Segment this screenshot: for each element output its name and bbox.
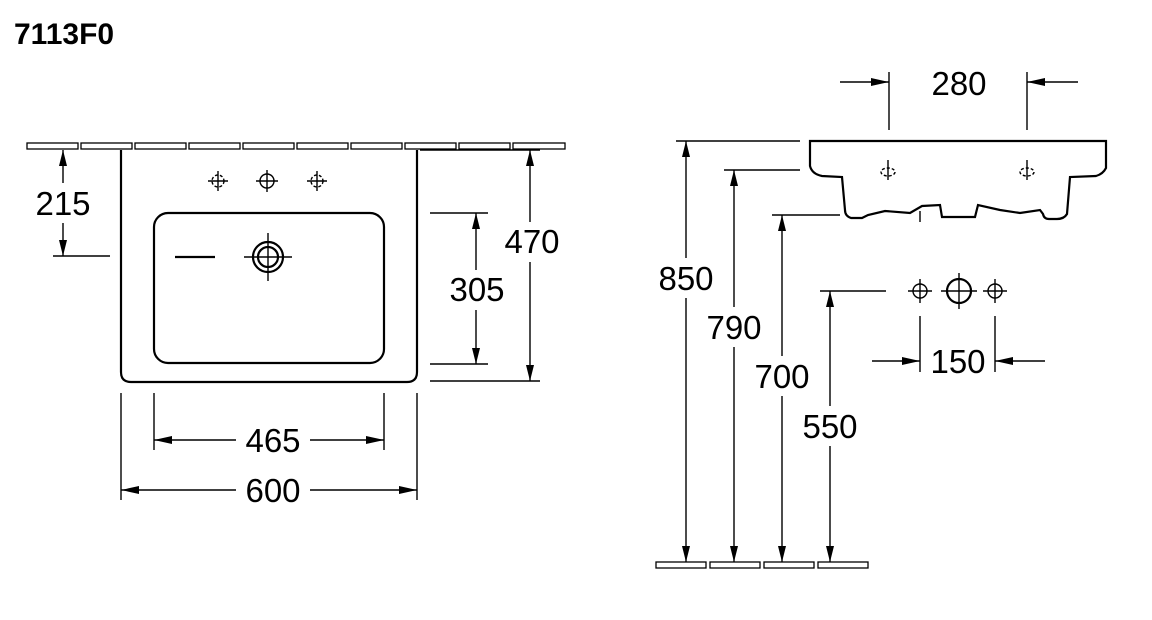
floor-tiles [655,561,869,569]
side-tap-hole-left-icon [880,160,896,180]
basin-side-profile [808,139,1108,221]
dim-305-label: 305 [449,271,504,308]
drain-icon [244,233,292,281]
bowl-outline [152,211,386,365]
dim-850-label: 850 [658,260,713,297]
dim-470-label: 470 [504,223,559,260]
side-tap-hole-right-icon [1019,160,1035,180]
basin-outline [119,150,419,384]
dim-280-label: 280 [931,65,986,102]
tap-hole-left-icon [208,171,228,191]
dim-550-label: 550 [802,408,857,445]
dim-790-label: 790 [706,309,761,346]
dim-150-label: 150 [930,343,985,380]
front-view: 215 470 305 465 600 [26,142,566,510]
tap-hole-center-icon [256,170,278,192]
wall-tiles [26,142,566,150]
wall-outlet-right-icon [983,279,1007,303]
side-view: 280 850 790 700 [652,65,1108,569]
dim-700-label: 700 [754,358,809,395]
dim-215-label: 215 [35,185,90,222]
dim-600-label: 600 [245,472,300,509]
model-number: 7113F0 [14,18,115,51]
dim-465-label: 465 [245,422,300,459]
tap-hole-right-icon [307,171,327,191]
wall-outlet-center-icon [941,273,977,309]
wall-outlet-left-icon [908,279,932,303]
